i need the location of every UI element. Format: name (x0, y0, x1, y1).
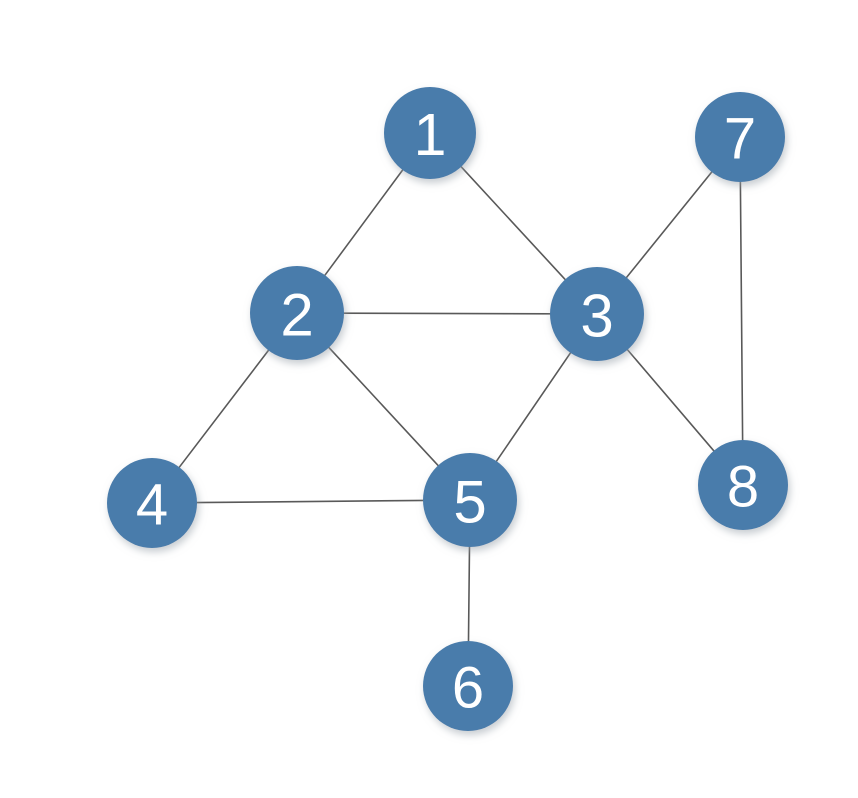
node-circle-6[interactable] (423, 641, 513, 731)
graph-edge-2-5 (326, 345, 441, 468)
graph-node-5[interactable]: 5 (423, 453, 517, 547)
node-label-5: 5 (453, 469, 486, 536)
graph-node-6[interactable]: 6 (423, 641, 513, 731)
graph-edge-3-7 (624, 169, 714, 280)
node-circle-1[interactable] (384, 87, 476, 179)
graph-edge-3-8 (625, 347, 716, 454)
graph-edge-4-5 (194, 499, 426, 504)
graph-node-8[interactable]: 8 (698, 440, 788, 530)
node-label-3: 3 (580, 283, 613, 350)
graph-edge-1-2 (322, 167, 405, 278)
node-circle-8[interactable] (698, 440, 788, 530)
graph-edge-2-3 (341, 312, 553, 315)
graph-nodes-layer: 1 2 3 4 5 6 7 8 (107, 87, 788, 731)
graph-node-1[interactable]: 1 (384, 87, 476, 179)
graph-edge-2-4 (177, 347, 271, 470)
graph-edges-layer (177, 164, 744, 644)
node-circle-2[interactable] (250, 266, 344, 360)
node-circle-4[interactable] (107, 458, 197, 548)
node-label-1: 1 (414, 102, 447, 168)
node-label-8: 8 (727, 455, 759, 520)
graph-node-7[interactable]: 7 (695, 92, 785, 182)
node-label-6: 6 (452, 656, 484, 721)
node-circle-7[interactable] (695, 92, 785, 182)
node-label-7: 7 (724, 107, 756, 172)
node-circle-3[interactable] (550, 267, 644, 361)
graph-node-4[interactable]: 4 (107, 458, 197, 548)
node-label-2: 2 (280, 282, 313, 349)
graph-edge-5-6 (467, 544, 471, 644)
graph-node-2[interactable]: 2 (250, 266, 344, 360)
node-label-4: 4 (136, 473, 168, 538)
graph-edge-1-3 (459, 164, 568, 282)
graph-edge-7-8 (739, 179, 744, 443)
graph-node-3[interactable]: 3 (550, 267, 644, 361)
graph-edge-3-5 (494, 350, 573, 464)
node-circle-5[interactable] (423, 453, 517, 547)
